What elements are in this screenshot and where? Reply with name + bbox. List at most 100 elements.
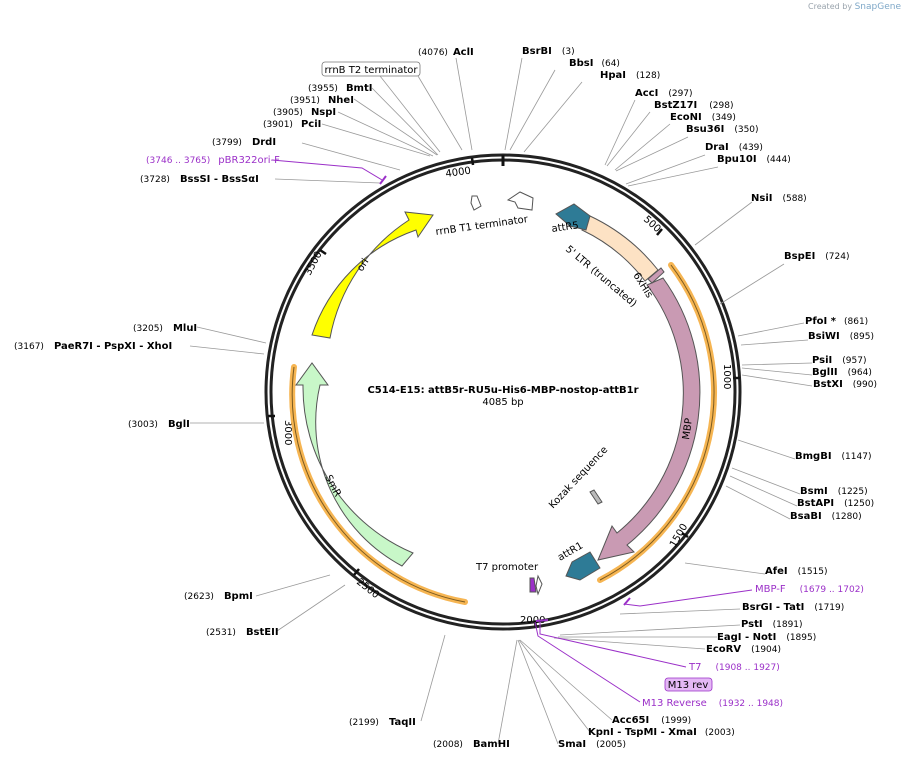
svg-text:NsiI(588): NsiI(588) bbox=[751, 193, 807, 204]
feature-ltr bbox=[581, 215, 659, 282]
site-name: EcoNI bbox=[670, 112, 702, 123]
site-pos: (2008) bbox=[433, 740, 463, 750]
site-pos: (3728) bbox=[140, 175, 170, 185]
site-name: BsiWI bbox=[808, 331, 840, 342]
site-name: BstEII bbox=[246, 627, 279, 638]
site-pos: (1891) bbox=[773, 620, 803, 630]
svg-text:HpaI(128): HpaI (128) bbox=[600, 70, 660, 81]
site-name: BspEI bbox=[784, 251, 815, 262]
site-pos: (724) bbox=[825, 252, 849, 262]
label-box-m13rev bbox=[664, 677, 713, 692]
primer-name: MBP-F bbox=[755, 584, 786, 595]
feature-label-mbp: MBP bbox=[681, 418, 695, 441]
site-pos: (2623) bbox=[184, 592, 214, 602]
feature-ori bbox=[311, 211, 434, 339]
site-name: PstI bbox=[741, 619, 763, 630]
svg-text:M13 Reverse(1932 .. 1948): M13 Reverse(1932 .. 1948) bbox=[642, 698, 783, 709]
site-name: BstAPI bbox=[797, 498, 834, 509]
site-pos: (3901) bbox=[263, 120, 293, 130]
site-name: Bpu10I bbox=[717, 154, 757, 165]
site-name: BsrGI - TatI bbox=[742, 602, 804, 613]
site-name: Bsu36I bbox=[686, 124, 724, 135]
svg-text:(2623)BpmI: (2623) BpmI bbox=[184, 591, 253, 602]
site-name: BssSI - BssSαI bbox=[180, 174, 259, 185]
primer-name: T7 bbox=[688, 662, 701, 673]
label-leader bbox=[379, 75, 441, 153]
svg-text:EcoRV(1904): EcoRV(1904) bbox=[706, 644, 781, 655]
svg-text:Acc65I(1999): Acc65I(1999) bbox=[612, 715, 691, 726]
site-name: NheI bbox=[328, 95, 354, 106]
svg-text:SmaI(2005): SmaI(2005) bbox=[558, 739, 626, 750]
site-name: BstXI bbox=[813, 379, 843, 390]
site-pos: (1280) bbox=[832, 512, 862, 522]
svg-text:(2531)BstEII: (2531)BstEII bbox=[206, 627, 279, 638]
feature-his bbox=[647, 267, 665, 284]
svg-text:PsiI(957): PsiI (957) bbox=[812, 355, 866, 366]
primer-range: (1679 .. 1702) bbox=[800, 585, 864, 595]
feature-lac-arrow bbox=[535, 574, 543, 596]
site-pos: (128) bbox=[636, 71, 660, 81]
svg-text:PstI(1891): PstI (1891) bbox=[741, 619, 803, 630]
primer-name: pBR322ori-F bbox=[218, 155, 280, 166]
primer-marks bbox=[379, 175, 631, 622]
svg-text:T7(1908 .. 1927): T7(1908 .. 1927) bbox=[688, 662, 780, 673]
site-pos: (1515) bbox=[798, 567, 828, 577]
primer-leaders bbox=[271, 159, 753, 703]
site-name: PsiI bbox=[812, 355, 832, 366]
watermark-brand: SnapGene bbox=[854, 2, 901, 12]
feature-attr5 bbox=[555, 203, 591, 231]
tick-label: 3000 bbox=[282, 420, 293, 445]
site-name: AfeI bbox=[765, 566, 788, 577]
site-pos: (2005) bbox=[596, 740, 626, 750]
svg-text:BstXI(990): BstXI (990) bbox=[813, 379, 877, 390]
site-pos: (444) bbox=[767, 155, 791, 165]
site-pos: (990) bbox=[853, 380, 877, 390]
feature-label-attr5: attR5 bbox=[551, 220, 580, 235]
site-name: MluI bbox=[173, 323, 197, 334]
site-pos: (298) bbox=[709, 101, 733, 111]
site-pos: (861) bbox=[844, 317, 868, 327]
plasmid-name: C514-E15: attB5r-RU5u-His6-MBP-nostop-at… bbox=[367, 385, 638, 396]
site-name: KpnI - TspMI - XmaI bbox=[588, 727, 697, 738]
feature-label-t7-promoter: T7 promoter bbox=[475, 562, 539, 573]
site-pos: (957) bbox=[842, 356, 866, 366]
site-pos: (3) bbox=[562, 47, 575, 57]
feature-smr bbox=[295, 362, 414, 567]
svg-text:(3901)PciI: (3901)PciI bbox=[263, 119, 321, 130]
site-name: BpmI bbox=[224, 591, 253, 602]
site-pos: (4076) bbox=[418, 48, 448, 58]
site-name: BmgBI bbox=[795, 451, 832, 462]
site-pos: (3167) bbox=[14, 342, 44, 352]
feature-highlight bbox=[289, 364, 468, 605]
svg-text:(4076)AclI: (4076)AclI bbox=[418, 47, 474, 58]
feature-label-rrnb-t1: rrnB T1 terminator bbox=[435, 214, 530, 238]
site-pos: (964) bbox=[848, 368, 872, 378]
site-pos: (2199) bbox=[349, 718, 379, 728]
watermark-prefix: Created by bbox=[808, 2, 853, 11]
svg-text:(3003)BglI: (3003)BglI bbox=[128, 419, 190, 430]
site-pos: (64) bbox=[601, 59, 619, 69]
site-name: HpaI bbox=[600, 70, 626, 81]
tick-label: 2000 bbox=[520, 615, 545, 626]
feature-mbp bbox=[597, 277, 701, 561]
svg-text:BsiWI(895): BsiWI (895) bbox=[808, 331, 874, 342]
site-name: BglI bbox=[168, 419, 190, 430]
label-box-rrnb-t2 bbox=[321, 61, 421, 77]
site-labels: (4076)AclI BsrBI(3) BbsI(64) HpaI(128) A… bbox=[14, 46, 877, 750]
svg-text:EcoNI(349): EcoNI(349) bbox=[670, 112, 736, 123]
site-leaders bbox=[189, 57, 813, 745]
label-rrnb-t2: rrnB T2 terminator bbox=[324, 65, 418, 76]
svg-text:(3951)NheI: (3951)NheI bbox=[290, 95, 354, 106]
site-name: BsrBI bbox=[522, 46, 552, 57]
site-pos: (895) bbox=[850, 332, 874, 342]
site-name: DrdI bbox=[252, 137, 276, 148]
tick-label: 4000 bbox=[445, 166, 472, 180]
site-pos: (588) bbox=[782, 194, 806, 204]
svg-text:BstZ17I(298): BstZ17I(298) bbox=[654, 100, 733, 111]
snapgene-watermark: Created by SnapGene bbox=[808, 2, 901, 12]
site-pos: (1999) bbox=[661, 716, 691, 726]
site-name: EcoRV bbox=[706, 644, 741, 655]
svg-text:MBP-F(1679 .. 1702): MBP-F (1679 .. 1702) bbox=[755, 584, 864, 595]
site-name: AccI bbox=[635, 88, 658, 99]
svg-text:PfoI *(861): PfoI *(861) bbox=[805, 316, 868, 327]
